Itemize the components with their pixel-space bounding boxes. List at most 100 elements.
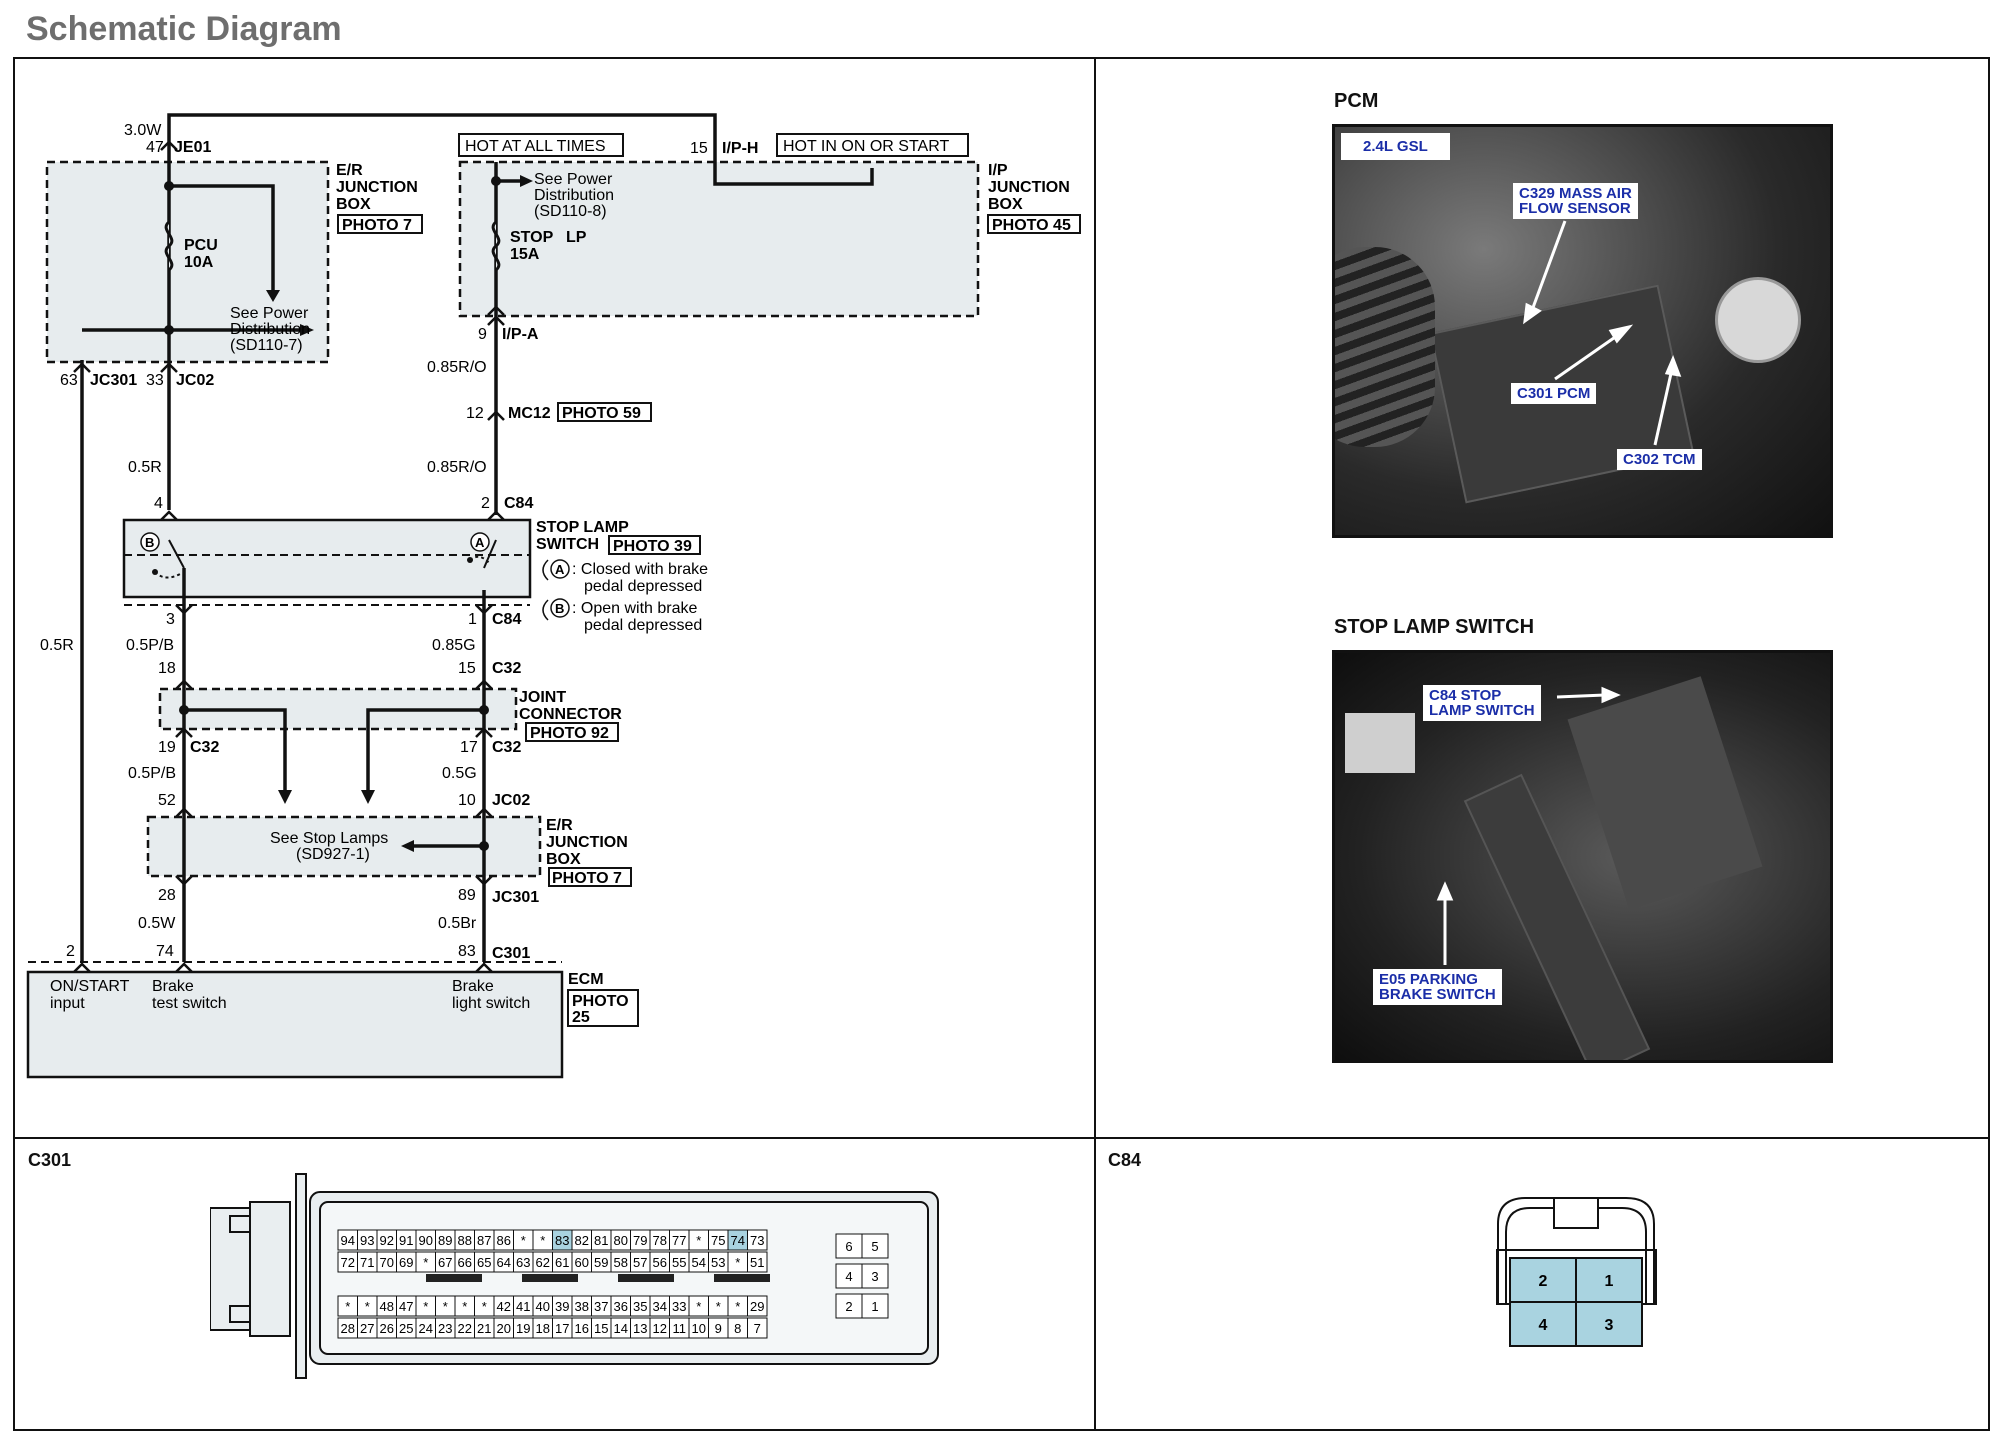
pcm-photo-title: PCM	[1334, 90, 1379, 112]
iph-pin: 15	[690, 140, 708, 157]
c32-bottom-label-left: C32	[190, 739, 219, 756]
wire-085ro-2: 0.85R/O	[427, 459, 487, 476]
stop-lamp-switch-photo: PHOTO 39	[613, 538, 692, 555]
c301-pin-label: 39	[555, 1299, 569, 1314]
ip-jb-photo: PHOTO 45	[992, 217, 1071, 234]
c301-pin-label: 83	[555, 1233, 569, 1248]
see-power-2-l1: See Power	[534, 171, 613, 188]
jc02-bottom-label: JC02	[492, 792, 530, 809]
c301-pin-label: 79	[633, 1233, 647, 1248]
c301-pin-label: 16	[575, 1321, 589, 1336]
c301-pin-label: 9	[715, 1321, 722, 1336]
c84-bottom-label: C84	[492, 611, 521, 628]
ecm-input-1-line: input	[50, 995, 85, 1012]
stop-lamp-switch-box	[122, 518, 532, 599]
c301-pin-label: *	[716, 1299, 721, 1314]
c301-pin-label: 90	[419, 1233, 433, 1248]
ecm-photo-line: PHOTO	[572, 993, 629, 1010]
mc12-pin: 12	[466, 405, 484, 422]
air-intake-hose	[1335, 247, 1435, 447]
see-stop-lamps-1: See Stop Lamps	[270, 830, 388, 847]
c301-pin-label: 53	[711, 1255, 725, 1270]
c84-panel	[1094, 1137, 1990, 1431]
see-power-1-l1: See Power	[230, 305, 309, 322]
c301-pin-label: 12	[653, 1321, 667, 1336]
wire-05br: 0.5Br	[438, 915, 477, 932]
c301-pin-label: 10	[692, 1321, 706, 1336]
c301-pin-label: 24	[419, 1321, 433, 1336]
er-jb-bottom-name-line: BOX	[546, 851, 581, 868]
wire-05pb-1: 0.5P/B	[126, 637, 174, 654]
c301-pin-b: 74	[156, 943, 174, 960]
c301-pin-label: 82	[575, 1233, 589, 1248]
c301-pin-label: 38	[575, 1299, 589, 1314]
c301-pin-label: *	[462, 1299, 467, 1314]
c84-top-pin-left: 4	[154, 495, 163, 512]
c301-pin-label: 19	[516, 1321, 530, 1336]
c301-pin-label: *	[482, 1299, 487, 1314]
ipa-pin: 9	[478, 326, 487, 343]
ip-jb-name-line: I/P	[988, 162, 1008, 179]
switch-mark-a: A	[475, 535, 485, 550]
c301-pin-label: 48	[380, 1299, 394, 1314]
wire-3-0w: 3.0W	[124, 122, 162, 139]
c301-pin-label: 69	[399, 1255, 413, 1270]
c32-top-pin-left: 18	[158, 660, 176, 677]
c301-pin-label: 34	[653, 1299, 667, 1314]
note-b-line1: : Open with brake	[572, 600, 698, 617]
mc12-photo: PHOTO 59	[562, 405, 641, 422]
c301-pin-label: 29	[750, 1299, 764, 1314]
ecm-name: ECM	[568, 971, 604, 988]
c301-key-bar	[714, 1274, 770, 1282]
wire-05pb-2: 0.5P/B	[128, 765, 176, 782]
wire-05g: 0.5G	[442, 765, 477, 782]
c301-key-bar	[522, 1274, 578, 1282]
stop-lamp-switch-name-line: STOP LAMP	[536, 519, 629, 536]
wire-085ro-1: 0.85R/O	[427, 359, 487, 376]
c301-pin-label: 42	[497, 1299, 511, 1314]
c301-pin-label: 27	[360, 1321, 374, 1336]
hot-in-on-or-start: HOT IN ON OR START	[783, 138, 949, 155]
jc02-top-pin: 33	[146, 372, 164, 389]
c32-bottom-pin-left: 19	[158, 739, 176, 756]
c301-pin-label: 66	[458, 1255, 472, 1270]
joint-connector-name-line: JOINT	[519, 689, 566, 706]
c301-side-pin-label: 6	[845, 1239, 852, 1254]
c301-pin-label: *	[540, 1233, 545, 1248]
c301-pin-label: 64	[497, 1255, 511, 1270]
ecm-input-2-line: Brake	[152, 978, 194, 995]
c301-pin-label: 88	[458, 1233, 472, 1248]
callout-maf: C329 MASS AIR FLOW SENSOR	[1513, 183, 1638, 219]
c301-pin-label: 11	[673, 1321, 687, 1336]
c301-pin-label: 61	[555, 1255, 569, 1270]
c301-pin-label: 72	[341, 1255, 355, 1270]
wire-05r-left: 0.5R	[40, 637, 74, 654]
c301-pin-label: 18	[536, 1321, 550, 1336]
c301-pin-label: 36	[614, 1299, 628, 1314]
c301-pin-label: 63	[516, 1255, 530, 1270]
c301-pin-a: 2	[66, 943, 75, 960]
jc02-bottom-pin-right: 10	[458, 792, 476, 809]
c84-pin-label: 3	[1605, 1317, 1614, 1334]
jc02-bottom-pin-left: 52	[158, 792, 176, 809]
note-mark-b: B	[555, 601, 564, 616]
c301-pin-label: 59	[594, 1255, 608, 1270]
callout-pcm: C301 PCM	[1511, 383, 1597, 404]
c301-pin-label: 94	[341, 1233, 355, 1248]
er-jb-top-name-line: BOX	[336, 196, 371, 213]
c84-pin-label: 1	[1605, 1273, 1614, 1290]
c301-pin-cell	[747, 1251, 768, 1273]
c301-pin-label: 56	[653, 1255, 667, 1270]
c301-pin-label: 57	[633, 1255, 647, 1270]
c301-pin-label: *	[365, 1299, 370, 1314]
c301-pin-label: 25	[399, 1321, 413, 1336]
c301-pin-label: 87	[477, 1233, 491, 1248]
c301-pin-label: *	[423, 1255, 428, 1270]
jc301-top-pin: 63	[60, 372, 78, 389]
jc02-top-label: JC02	[176, 372, 214, 389]
see-power-2-l3: (SD110-8)	[534, 203, 607, 220]
c301-side-pin-label: 4	[845, 1269, 852, 1284]
